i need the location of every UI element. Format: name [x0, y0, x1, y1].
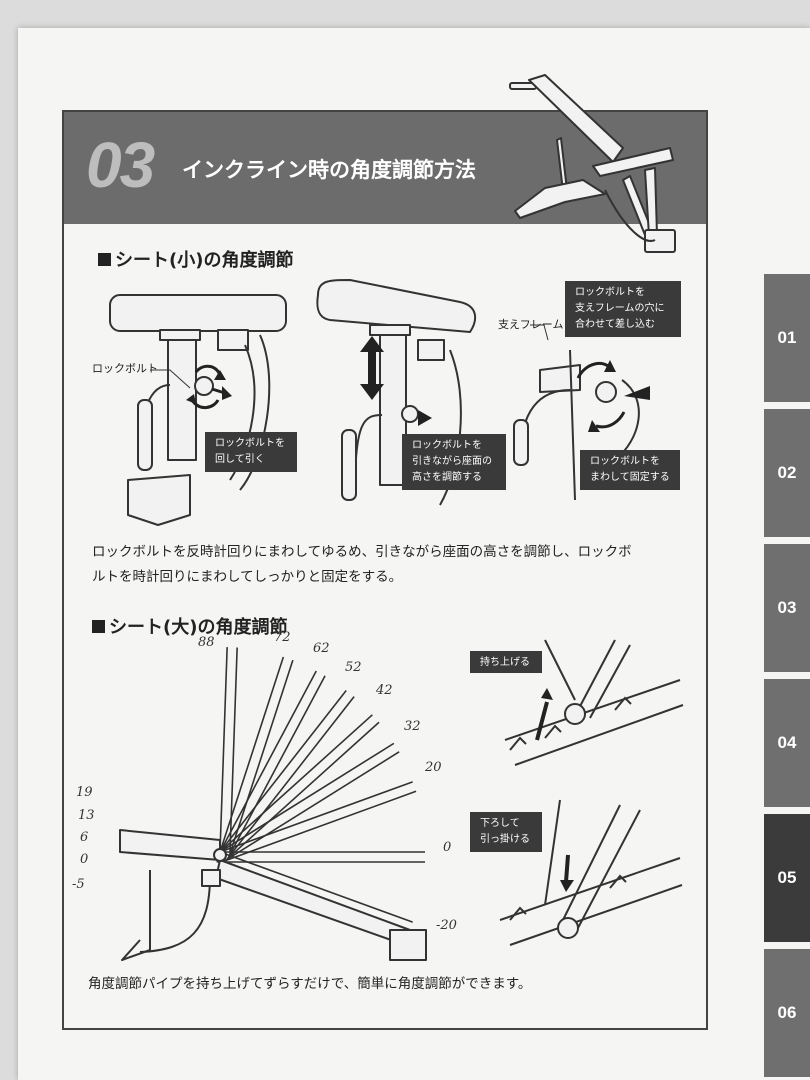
callout-line: 支えフレームの穴に — [575, 303, 665, 314]
backrest-position — [219, 647, 228, 853]
instruction-large-seat: 角度調節パイプを持ち上げてずらすだけで、簡単に角度調節ができます。 — [88, 976, 532, 992]
callout-line: ロックボルトを — [412, 440, 482, 451]
backrest-pad-edge — [226, 721, 380, 861]
backrest-position — [219, 742, 395, 853]
illustration-lift-pipe — [504, 639, 684, 766]
callout-line: ロックボルトを — [575, 287, 645, 298]
tab-02[interactable]: 02 — [764, 409, 810, 537]
leader-line-lock-bolt — [150, 369, 191, 389]
illustration-adjust-height — [316, 279, 477, 506]
callout-align-bolt: ロックボルトを 支えフレームの穴に 合わせて差し込む — [565, 281, 681, 337]
backrest-position — [219, 781, 413, 853]
tab-04[interactable]: 04 — [764, 679, 810, 807]
illustration-fix-bolt — [513, 324, 650, 501]
angle-mark: 52 — [345, 660, 362, 675]
illustration-lower-hook — [499, 799, 683, 946]
angle-mark: 32 — [404, 719, 421, 734]
section-number: 03 — [86, 129, 155, 201]
callout-line: 回して引く — [215, 454, 265, 465]
label-support-frame: 支えフレーム — [498, 318, 564, 331]
instruction-line: ルトを時計回りにまわしてしっかりと固定をする。 — [92, 569, 403, 585]
subheading-small-seat: シート(小)の角度調節 — [98, 246, 293, 272]
illustration-turn-bolt — [109, 294, 287, 526]
backrest-pad-edge — [224, 751, 400, 862]
backrest-position — [219, 670, 317, 853]
backrest-position — [219, 656, 285, 853]
subheading-large-seat: シート(大)の角度調節 — [92, 613, 287, 639]
callout-line: 合わせて差し込む — [575, 319, 655, 330]
angle-mark: -20 — [436, 918, 457, 933]
backrest-pad-edge — [228, 659, 294, 856]
callout-lift: 持ち上げる — [470, 651, 542, 673]
seat-angle-mark: 6 — [80, 830, 89, 845]
callout-fix-bolt: ロックボルトを まわして固定する — [580, 450, 680, 490]
callout-adjust-height: ロックボルトを 引きながら座面の 高さを調節する — [402, 434, 506, 490]
instruction-line: ロックボルトを反時計回りにまわしてゆるめ、引きながら座面の高さを調節し、ロックボ — [92, 544, 632, 560]
callout-text: 持ち上げる — [480, 657, 530, 668]
seat-angle-mark: -5 — [72, 877, 85, 892]
callout-line: 下ろして — [480, 818, 520, 829]
seat-angle-mark: 0 — [80, 852, 89, 867]
angle-mark: 62 — [313, 641, 330, 656]
seat-angle-mark: 13 — [78, 808, 95, 823]
backrest-position — [219, 714, 373, 853]
section-title: インクライン時の角度調節方法 — [182, 158, 476, 182]
callout-turn-and-pull: ロックボルトを 回して引く — [205, 432, 297, 472]
angle-mark: 72 — [274, 630, 291, 645]
backrest-pad-edge — [223, 790, 417, 863]
backrest-position — [219, 689, 347, 853]
callout-line: ロックボルトを — [590, 456, 660, 467]
instruction-small-seat: ロックボルトを反時計回りにまわしてゆるめ、引きながら座面の高さを調節し、ロックボ… — [92, 540, 702, 590]
backrest-pad-edge — [227, 696, 355, 859]
angle-mark: 0 — [443, 840, 452, 855]
callout-line: 引っ掛ける — [480, 834, 530, 845]
callout-line: まわして固定する — [590, 472, 670, 483]
tab-01[interactable]: 01 — [764, 274, 810, 402]
page-border — [62, 110, 708, 1030]
backrest-position — [219, 851, 413, 923]
label-lock-bolt: ロックボルト — [92, 362, 158, 375]
callout-line: ロックボルトを — [215, 438, 285, 449]
tab-05[interactable]: 05 — [764, 814, 810, 942]
tab-06[interactable]: 06 — [764, 949, 810, 1077]
backrest-pad-edge — [228, 675, 326, 858]
seat-angle-mark: 19 — [76, 785, 93, 800]
angle-mark: 20 — [425, 760, 442, 775]
backrest-angle-diagram — [119, 647, 427, 961]
callout-line: 引きながら座面の — [412, 456, 492, 467]
callout-line: 高さを調節する — [412, 472, 482, 483]
angle-mark: 42 — [376, 683, 393, 698]
callout-lower-hook: 下ろして 引っ掛ける — [470, 812, 542, 852]
bench-illustration-header — [509, 74, 676, 253]
tab-03[interactable]: 03 — [764, 544, 810, 672]
angle-mark: 88 — [198, 635, 215, 650]
